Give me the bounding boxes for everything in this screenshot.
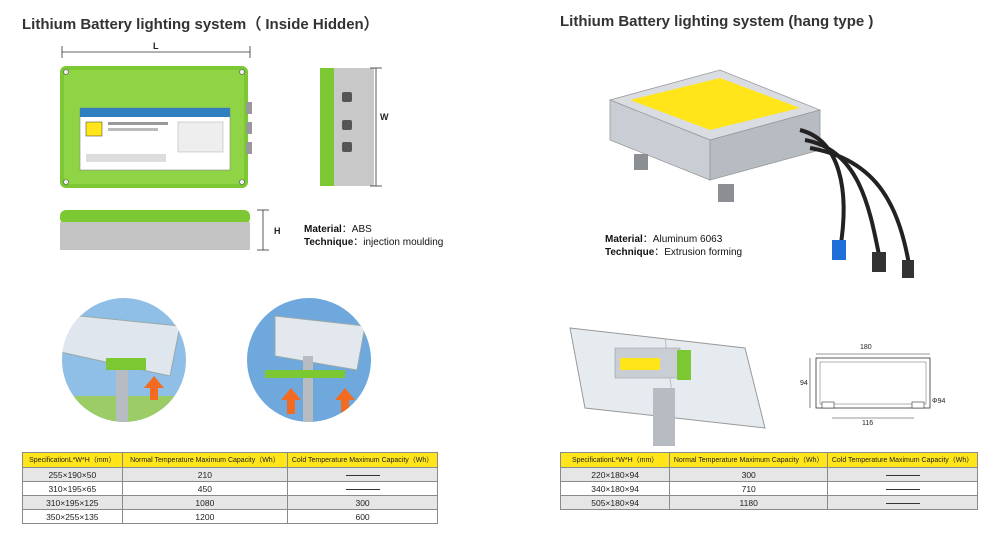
table-cell: 300	[287, 495, 438, 510]
right-technique-value: Extrusion forming	[664, 247, 743, 258]
table-cell-dash	[827, 467, 978, 482]
dim-w-label: W	[380, 112, 389, 122]
left-section-title: Lithium Battery lighting system（ Inside …	[22, 16, 379, 33]
dim-l-label: L	[153, 41, 159, 51]
pole-install-illustration-1	[62, 298, 186, 422]
table-cell: 450	[121, 481, 289, 496]
dim-h-label: H	[274, 226, 281, 236]
table-cell-dash	[287, 467, 438, 482]
left-material-line: Material：ABS	[304, 224, 372, 235]
left-table-header-row: SpecificationL*W*H（mm） Normal Temperatur…	[22, 452, 438, 468]
left-material-label: Material	[304, 224, 342, 235]
battery-box-top-view	[60, 66, 252, 188]
table-cell: 310×195×65	[22, 481, 123, 496]
profile-dim-bottom: 116	[862, 420, 874, 427]
profile-dim-round: Φ94	[932, 398, 946, 405]
table-row: 310×195×65 450	[22, 481, 438, 496]
right-spec-table: SpecificationL*W*H（mm） Normal Temperatur…	[559, 452, 978, 510]
table-row: 350×255×135 1200 600	[22, 509, 438, 524]
table-cell: 1200	[121, 509, 289, 524]
aluminum-battery-illustration	[608, 69, 914, 278]
table-cell: 220×180×94	[559, 467, 671, 482]
left-technique-value: injection moulding	[363, 237, 444, 248]
battery-box-side-view	[320, 67, 382, 187]
solar-panel-hang-illustration	[569, 327, 766, 446]
table-cell: 210	[121, 467, 289, 482]
right-material-label: Material	[605, 234, 643, 245]
left-technique-line: Technique：injection moulding	[304, 237, 444, 248]
profile-dim-side: 94	[800, 380, 808, 387]
table-row: 310×195×125 1080 300	[22, 495, 438, 510]
table-row: 255×190×50 210	[22, 467, 438, 482]
table-cell-dash	[827, 495, 978, 510]
left-material-value: ABS	[351, 224, 372, 235]
left-technique-label: Technique	[304, 237, 354, 248]
table-row: 505×180×94 1180	[559, 495, 978, 510]
left-col-normal-header: Normal Temperature Maximum Capacity（Wh）	[121, 452, 289, 468]
length-dimension-line	[61, 46, 251, 58]
left-spec-table: SpecificationL*W*H（mm） Normal Temperatur…	[22, 452, 438, 524]
table-row: 340×180×94 710	[559, 481, 978, 496]
profile-cross-section-drawing	[809, 353, 931, 419]
left-col-cold-header: Cold Temperature Maximum Capacity（Wh）	[287, 452, 438, 468]
table-cell-dash	[287, 481, 438, 496]
table-row: 220×180×94 300	[559, 467, 978, 482]
profile-dim-top: 180	[860, 344, 872, 351]
right-material-line: Material：Aluminum 6063	[605, 234, 723, 245]
right-section-title: Lithium Battery lighting system (hang ty…	[560, 13, 874, 30]
table-cell: 255×190×50	[22, 467, 123, 482]
table-cell: 600	[287, 509, 438, 524]
table-cell: 1080	[121, 495, 289, 510]
battery-box-front-view	[60, 209, 269, 251]
right-material-value: Aluminum 6063	[652, 234, 723, 245]
table-cell: 340×180×94	[559, 481, 671, 496]
right-technique-line: Technique：Extrusion forming	[605, 247, 743, 258]
table-cell: 505×180×94	[559, 495, 671, 510]
left-col-spec-header: SpecificationL*W*H（mm）	[22, 452, 123, 468]
right-table-header-row: SpecificationL*W*H（mm） Normal Temperatur…	[559, 452, 978, 468]
table-cell: 310×195×125	[22, 495, 123, 510]
table-cell: 350×255×135	[22, 509, 123, 524]
right-col-spec-header: SpecificationL*W*H（mm）	[559, 452, 671, 468]
table-cell: 710	[669, 481, 829, 496]
right-col-cold-header: Cold Temperature Maximum Capacity（Wh）	[827, 452, 978, 468]
right-technique-label: Technique	[605, 247, 655, 258]
pole-install-illustration-2	[247, 298, 371, 422]
table-cell: 300	[669, 467, 829, 482]
table-cell-dash	[827, 481, 978, 496]
table-cell: 1180	[669, 495, 829, 510]
right-col-normal-header: Normal Temperature Maximum Capacity（Wh）	[669, 452, 829, 468]
